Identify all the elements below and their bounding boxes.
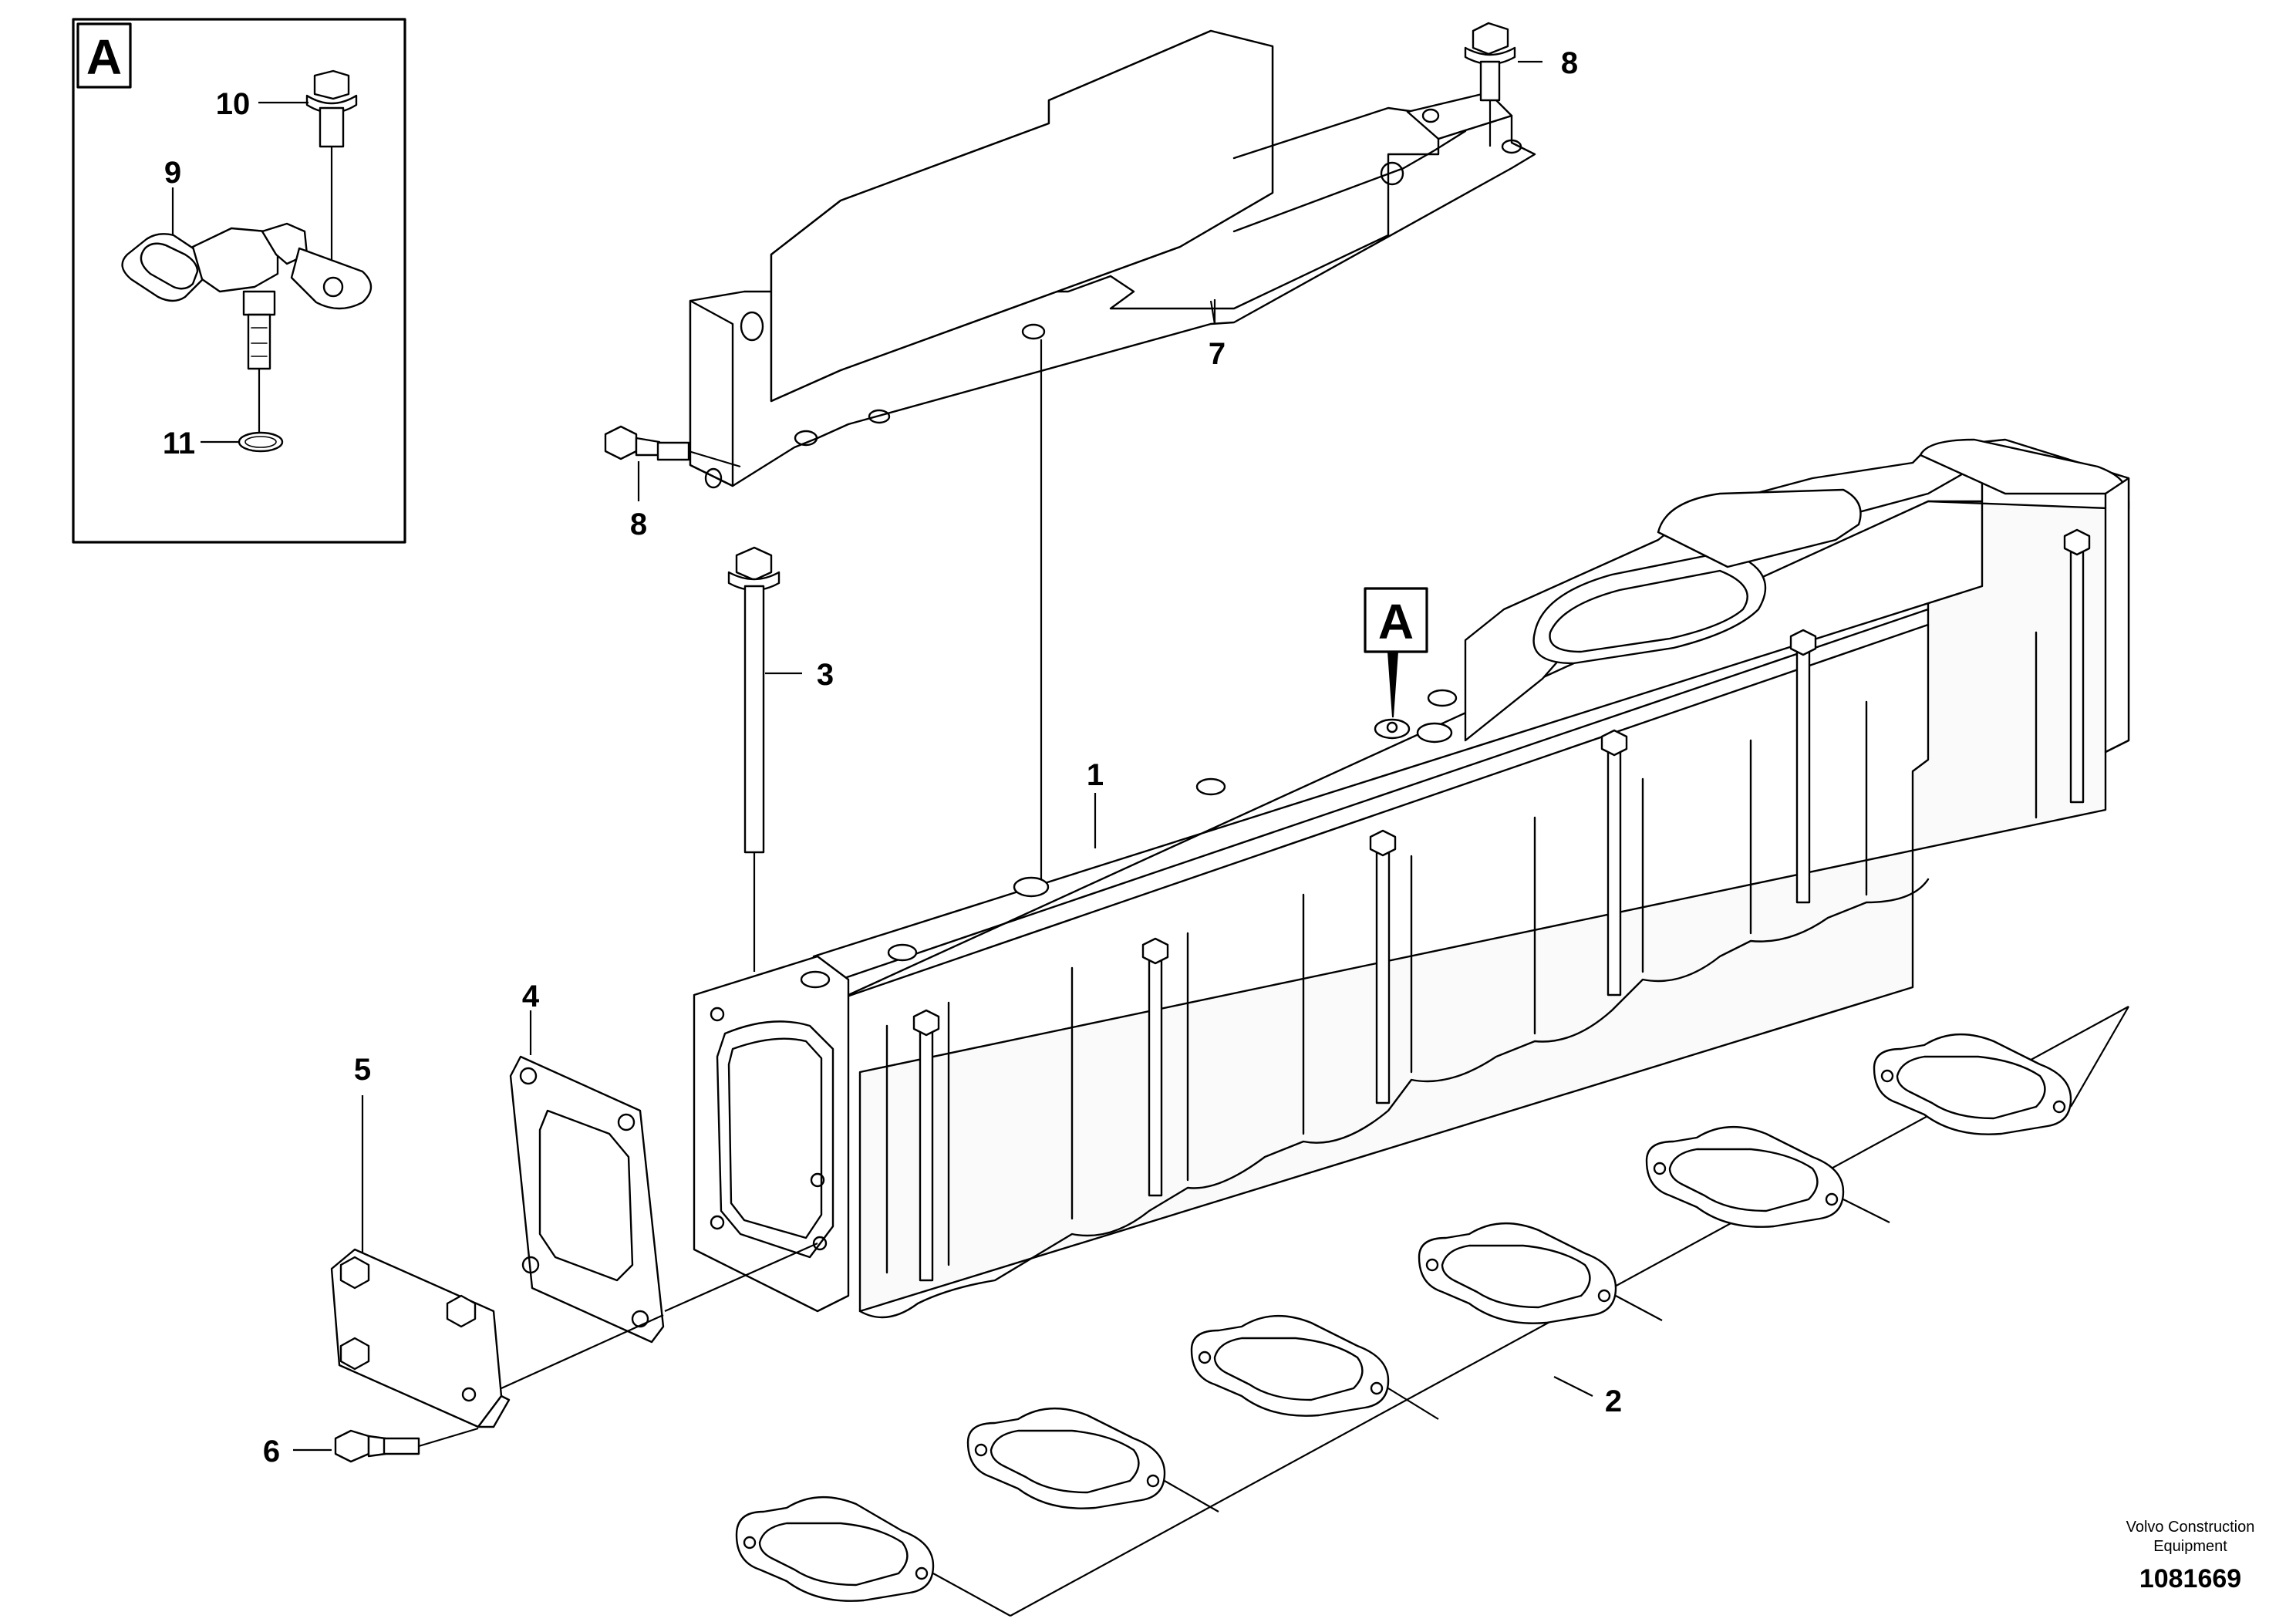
callout-9: 9: [164, 156, 181, 190]
part-6-bolt: 6: [263, 1427, 479, 1469]
callout-8-left: 8: [630, 508, 647, 541]
callout-11: 11: [163, 427, 195, 460]
callout-6: 6: [263, 1435, 280, 1469]
publisher-credit: Volvo Construction Equipment 1081669: [2126, 1519, 2255, 1593]
callout-3: 3: [817, 658, 834, 692]
callout-8-top: 8: [1561, 46, 1578, 80]
callout-5: 5: [354, 1053, 371, 1087]
part-7-heat-shield: [689, 29, 1536, 887]
part-9-sensor: [121, 222, 373, 432]
part-3-long-bolt: 3: [727, 546, 834, 972]
view-marker-a: A: [1364, 587, 1428, 718]
part-4-gasket: 4: [509, 980, 665, 1344]
callout-10: 10: [216, 87, 251, 121]
part-8-bolt-left: 8: [604, 425, 741, 541]
publisher-line-1: Volvo Construction: [2126, 1519, 2255, 1536]
svg-text:A: A: [1378, 594, 1414, 649]
detail-view-label-box: [76, 22, 132, 89]
part-8-bolt-top: 8: [1464, 22, 1578, 147]
callout-7: 7: [1209, 337, 1226, 371]
part-2-gasket-set: 2: [735, 1006, 2129, 1617]
part-5-cover-plate: 5: [330, 1053, 511, 1428]
detail-view-a: A 10 9: [72, 18, 406, 544]
document-number: 1081669: [2139, 1564, 2241, 1593]
callout-1: 1: [1087, 758, 1104, 792]
publisher-line-2: Equipment: [2153, 1538, 2227, 1555]
callout-2: 2: [1605, 1384, 1622, 1418]
callout-4: 4: [522, 980, 540, 1013]
part-1-intake-manifold: [693, 438, 2130, 1319]
detail-view-label: A: [86, 29, 122, 85]
detail-view-frame: [72, 18, 406, 544]
part-10-bolt: [305, 69, 358, 301]
